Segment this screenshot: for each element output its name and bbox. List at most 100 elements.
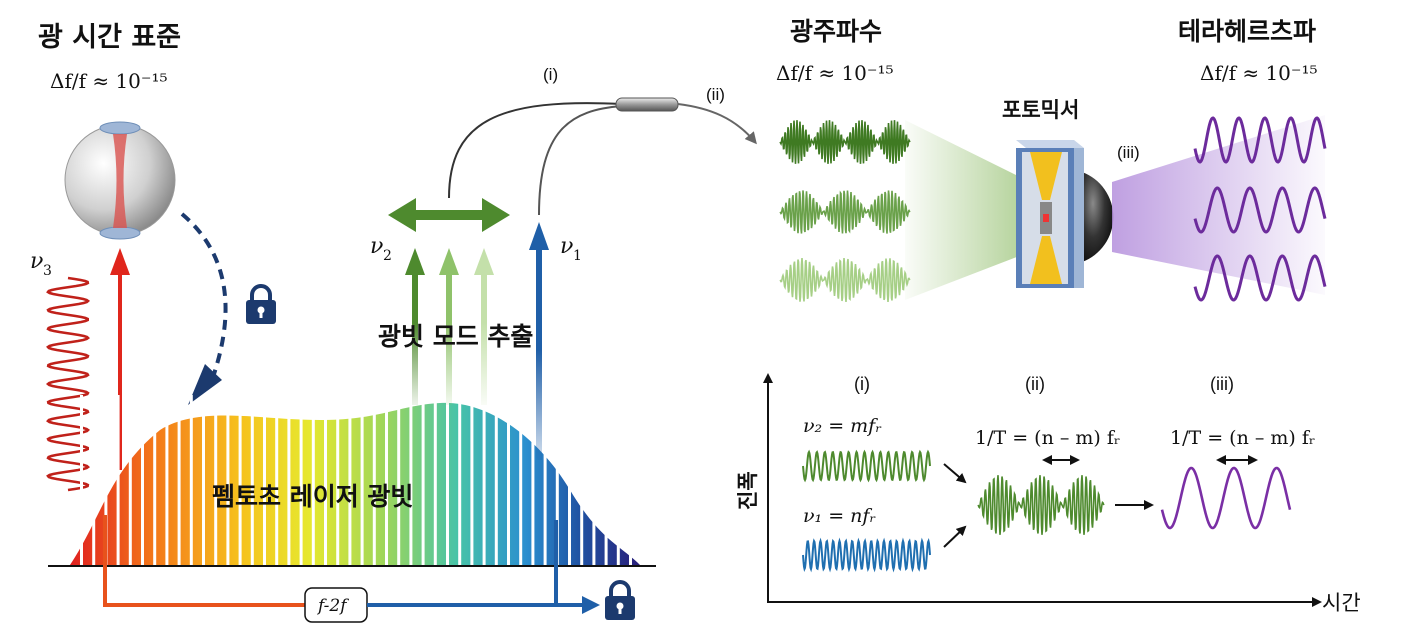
fiber-output (677, 103, 757, 145)
nu2-arrow (405, 248, 425, 275)
comb-gap (409, 395, 413, 567)
inset-arrow (943, 463, 967, 484)
nu2-subscript: 2 (383, 248, 392, 264)
fiber-coupler (615, 97, 679, 112)
comb-gap (177, 395, 181, 567)
thz-title: 테라헤르츠파 (1178, 17, 1316, 46)
comb-gap (494, 395, 498, 567)
extraction-label: 광빗 모드 추출 (378, 322, 533, 351)
lock-icon (246, 284, 276, 324)
mixer-title: 포토믹서 (1002, 98, 1079, 122)
comb-gap (311, 395, 315, 567)
left-stability: Δf/f ≈ 10⁻¹⁵ (50, 69, 168, 93)
comb-gap (543, 395, 547, 567)
nu3-subscript: 3 (43, 263, 52, 279)
comb-gap (263, 395, 266, 567)
comb-gap (519, 395, 523, 567)
nu3-waveform (45, 276, 91, 492)
tuning-double-arrow (388, 198, 510, 232)
comb-gap (482, 395, 486, 567)
inset-col-iii: (iii) (1210, 374, 1234, 394)
inset-col-ii: (ii) (1025, 374, 1045, 394)
comb-gap (104, 395, 108, 567)
comb-gap (299, 395, 303, 567)
comb-gap (324, 395, 327, 567)
comb-gap (580, 395, 584, 567)
inset-beat-wave (977, 475, 1105, 535)
thz-waveform (1193, 254, 1327, 302)
comb-gap (397, 395, 401, 567)
comb-gap (214, 395, 218, 567)
inset-nu1-wave (802, 537, 931, 573)
inset-nu2-wave (802, 449, 931, 483)
comb-gap (238, 395, 242, 567)
comb-gap (141, 395, 144, 567)
label-ii: (ii) (706, 85, 725, 104)
comb-gap (116, 395, 120, 567)
comb-line-gaps (80, 395, 632, 567)
label-iii: (iii) (1117, 143, 1140, 162)
left-title: 광 시간 표준 (38, 22, 181, 53)
green-beam (905, 120, 1022, 300)
label-i: (i) (543, 65, 558, 84)
inset-beat-eq-iii: 1/T = (n – m) fᵣ (1170, 427, 1316, 449)
photomixer-icon (1016, 140, 1114, 288)
comb-gap (470, 395, 474, 567)
comb-gap (446, 395, 449, 567)
nu2-label: ν (370, 234, 383, 259)
comb-gap (433, 395, 437, 567)
inset-thz-wave (1160, 466, 1292, 530)
lock-icon (605, 580, 635, 620)
comb-gap (336, 395, 340, 567)
inset-x-label: 시간 (1322, 592, 1361, 615)
comb-gap (458, 395, 462, 567)
inset-beat-eq-ii: 1/T = (n – m) fᵣ (975, 427, 1121, 449)
fiber-nu2 (448, 102, 623, 199)
comb-gap (250, 395, 254, 567)
comb-gap (616, 395, 620, 567)
beat-waveform (779, 190, 911, 234)
f2f-loop-red (103, 515, 305, 607)
comb-gap (507, 395, 510, 567)
comb-gap (555, 395, 559, 567)
mode-arrow (474, 248, 494, 275)
nu3-label: ν (30, 249, 43, 274)
comb-gap (202, 395, 205, 567)
comb-label: 펨토초 레이저 광빗 (212, 482, 413, 511)
purple-beam (1112, 115, 1325, 295)
comb-gap (287, 395, 291, 567)
inset-arrow (943, 525, 967, 548)
comb-gap (275, 395, 279, 567)
comb-gap (348, 395, 352, 567)
beat-waveform (779, 257, 911, 303)
inset-nu1-eq: ν₁ = nfᵣ (803, 505, 876, 527)
f2f-label: f-2f (316, 596, 349, 616)
comb-gap (629, 395, 632, 567)
inset-col-i: (i) (854, 374, 870, 394)
comb-gap (153, 395, 157, 567)
comb-gap (592, 395, 596, 567)
comb-gap (92, 395, 96, 567)
comb-gap (128, 395, 132, 567)
optical-title: 광주파수 (790, 17, 882, 46)
comb-gap (568, 395, 571, 567)
thz-waveform (1193, 116, 1327, 164)
comb-gap (80, 395, 83, 567)
comb-gap (421, 395, 425, 567)
fiber-nu1 (538, 105, 623, 216)
thz-stability: Δf/f ≈ 10⁻¹⁵ (1200, 61, 1318, 85)
comb-gap (531, 395, 535, 567)
comb-gap (385, 395, 388, 567)
comb-gap (604, 395, 608, 567)
comb-gap (189, 395, 193, 567)
comb-gap (226, 395, 230, 567)
comb-gap (165, 395, 169, 567)
inset-y-label: 진폭 (736, 471, 760, 510)
nu1-subscript: 1 (573, 248, 582, 264)
thz-waveform (1193, 186, 1327, 234)
optical-stability: Δf/f ≈ 10⁻¹⁵ (776, 61, 894, 85)
inset-nu2-eq: ν₂ = mfᵣ (803, 415, 882, 437)
nu1-label: ν (560, 234, 573, 259)
beat-waveform (779, 120, 911, 164)
